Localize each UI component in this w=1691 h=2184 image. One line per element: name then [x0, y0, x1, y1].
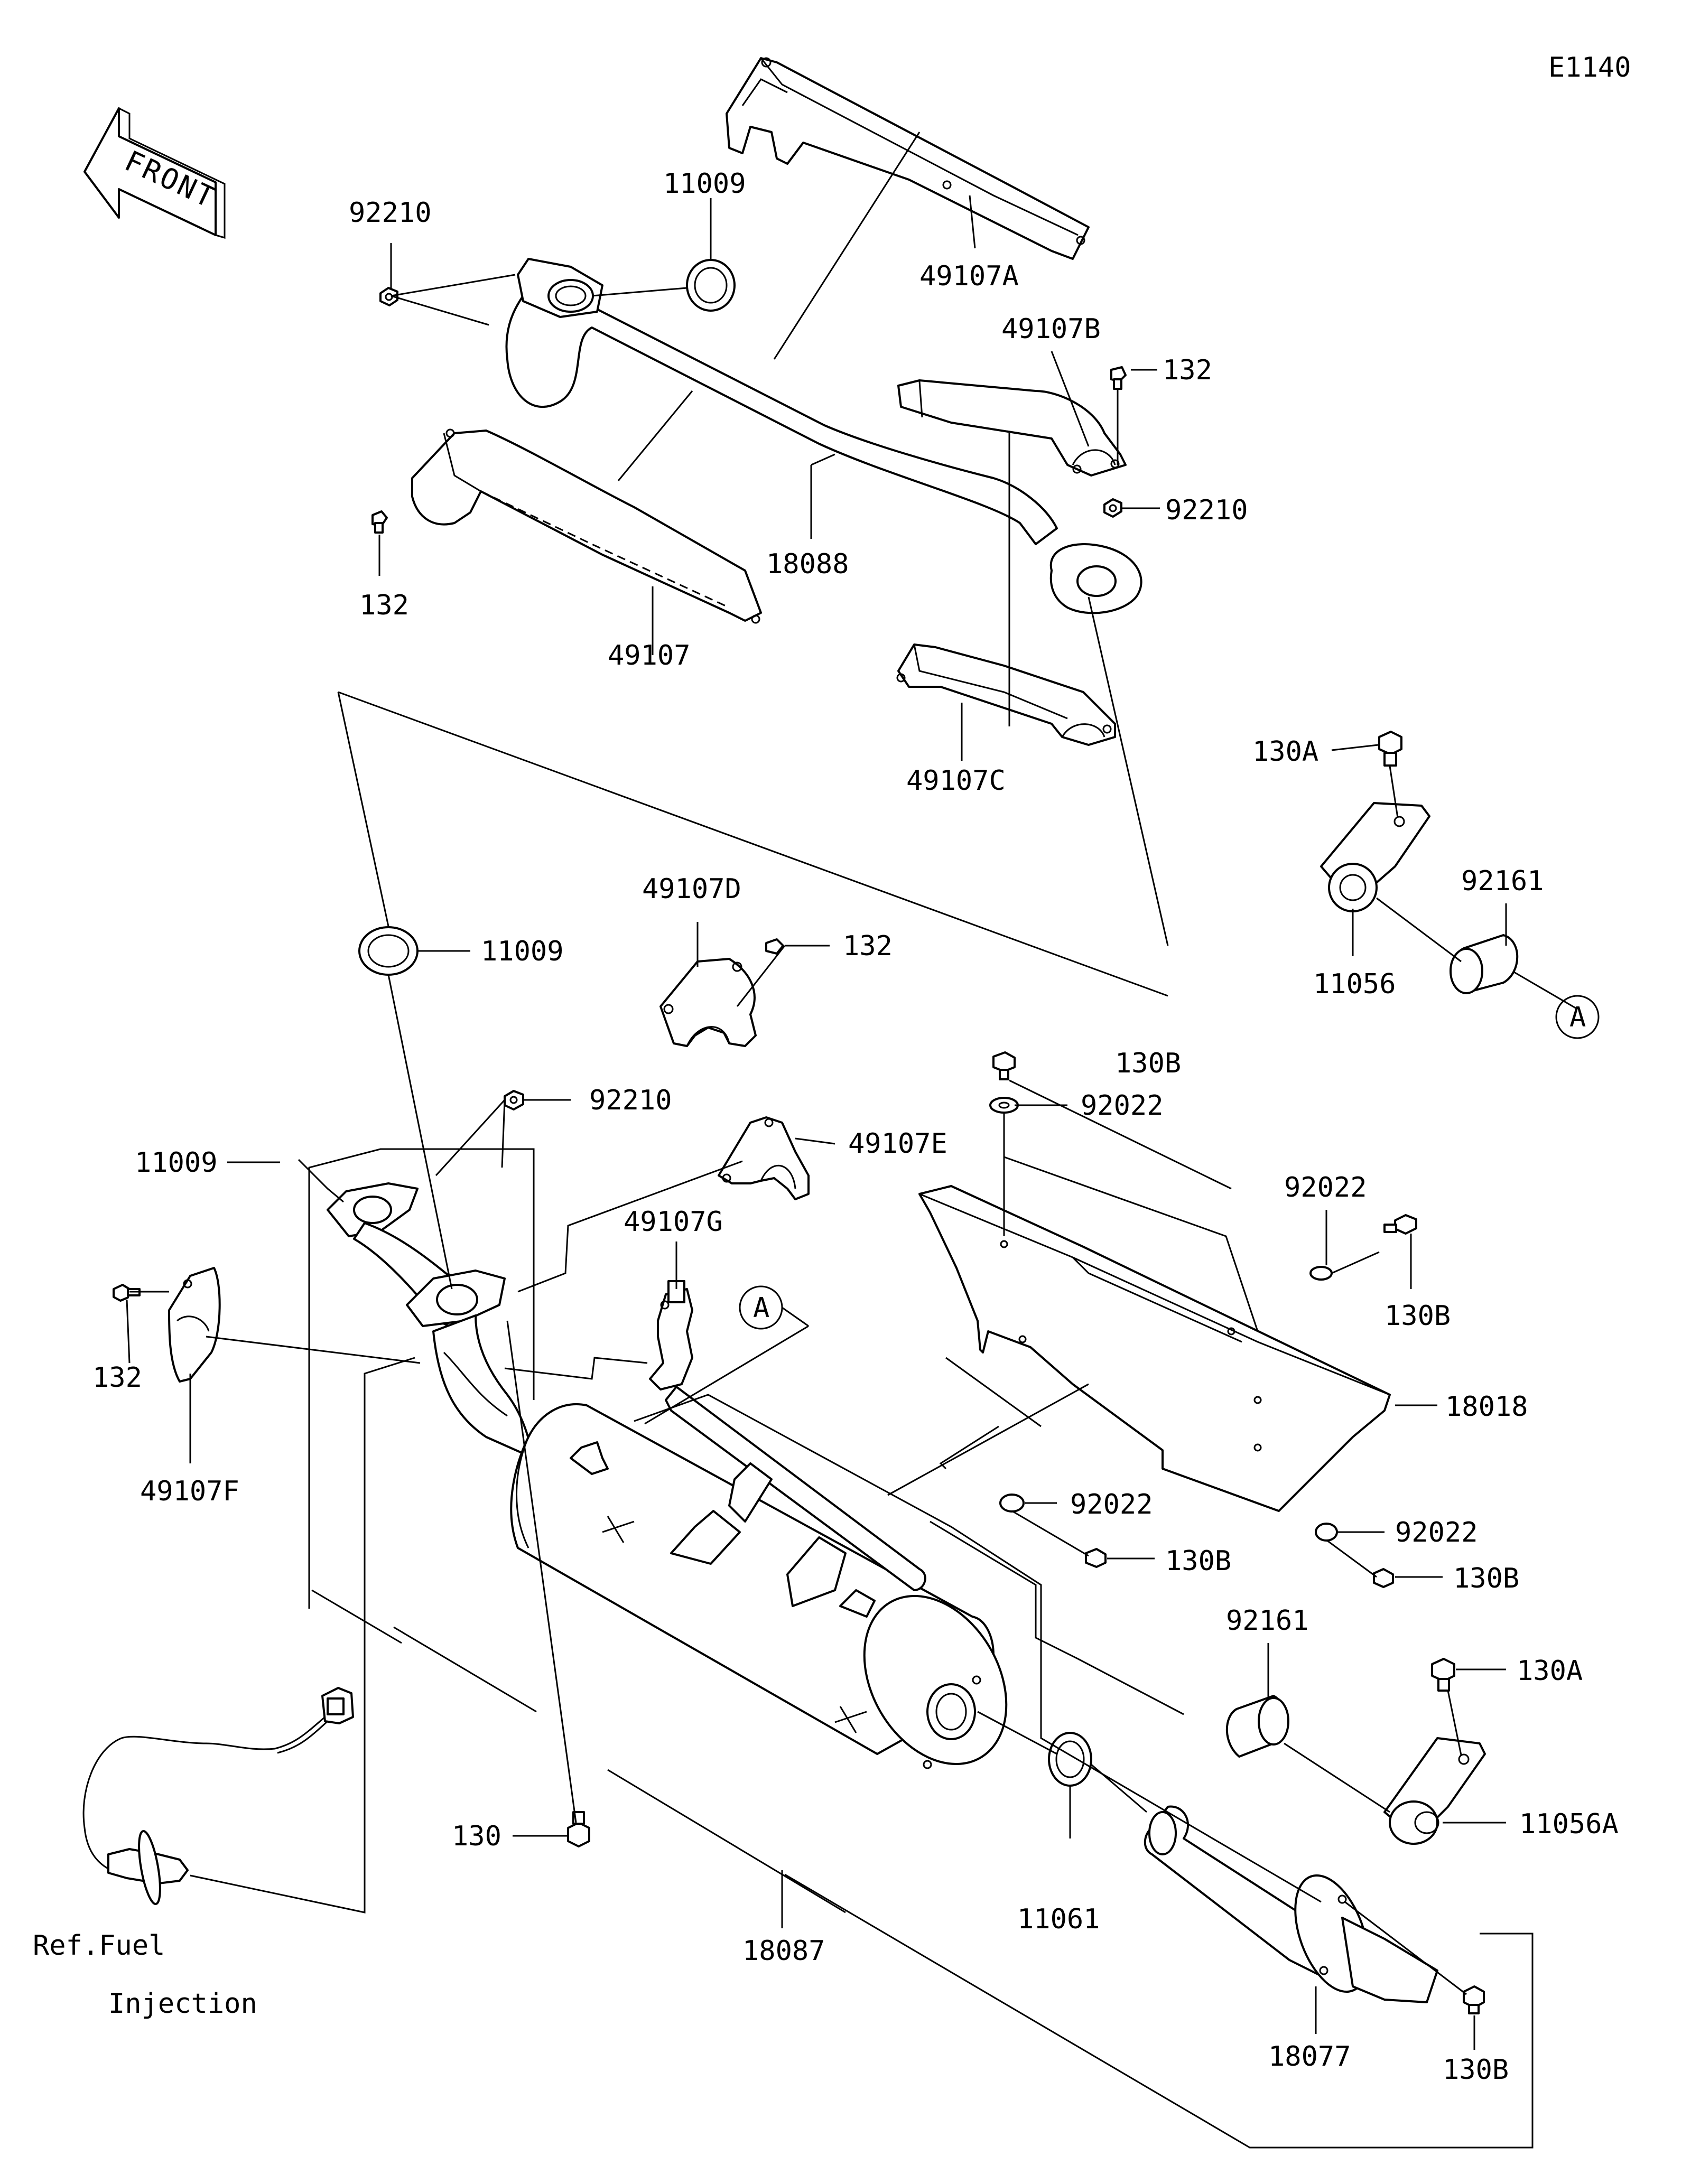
gasket-11061: [1048, 1732, 1092, 1787]
heat-guard-49107e: [718, 1116, 810, 1200]
washer-92022-d: [1315, 1523, 1338, 1542]
label-92022-a: 92022: [1081, 1090, 1164, 1122]
label-18077: 18077: [1268, 2041, 1351, 2073]
label-130a-top: 130A: [1252, 736, 1318, 768]
label-11009-left: 11009: [135, 1147, 218, 1179]
tail-pipe-18077: [1144, 1805, 1438, 2003]
nut-92210-low: [504, 1090, 524, 1110]
oxygen-sensor: [82, 1687, 354, 1905]
leader-lines-lower: [126, 922, 1534, 2149]
label-92022-c: 92022: [1070, 1489, 1153, 1520]
label-49107b: 49107B: [1001, 313, 1101, 345]
callout-labels: 92210 11009 49107A 49107B 132 92210 1808…: [92, 168, 1619, 2086]
bolt-132-b: [1110, 366, 1127, 390]
heat-guard-49107a: [726, 57, 1090, 260]
label-130b-d: 130B: [1453, 1563, 1519, 1594]
label-11056a: 11056A: [1519, 1808, 1619, 1840]
label-49107a: 49107A: [919, 260, 1019, 292]
gasket-11009-top: [686, 259, 736, 312]
washer-92022-a: [989, 1097, 1019, 1114]
front-pipe-18087: [327, 1182, 535, 1459]
heat-guard-49107c: [896, 643, 1116, 746]
muffler-18087: [510, 1403, 1008, 1769]
ref-a-mid: A: [739, 1285, 783, 1330]
label-49107d: 49107D: [642, 873, 741, 905]
ref-note-line1: Ref.Fuel: [33, 1930, 165, 1962]
heat-guard-49107d: [659, 958, 757, 1047]
label-92210-top: 92210: [349, 197, 432, 229]
front-arrow-icon: FRONT: [83, 107, 226, 239]
bolt-130b-e: [1463, 1985, 1485, 2014]
bolt-130b-c: [1085, 1548, 1107, 1568]
collar-92161-top: [1450, 934, 1519, 994]
bolt-132-d: [765, 938, 784, 955]
label-11056: 11056: [1313, 968, 1396, 1000]
ref-note-line2: Injection: [108, 1988, 257, 2020]
label-92161-low: 92161: [1226, 1605, 1309, 1637]
muffler-hanger: [665, 1386, 926, 1607]
bracket-11056a: [1383, 1737, 1486, 1845]
label-132-f: 132: [92, 1362, 142, 1394]
ref-a-mid-label: A: [753, 1292, 769, 1324]
label-92210-low: 92210: [589, 1085, 672, 1116]
heat-guard-49107f: [168, 1267, 221, 1383]
washer-92022-b: [1309, 1266, 1333, 1281]
heat-guard-49107: [411, 428, 762, 624]
ref-fuel-injection-note: Ref.Fuel Injection: [33, 1930, 257, 2020]
label-11009-top: 11009: [663, 168, 746, 200]
label-92022-b: 92022: [1284, 1172, 1367, 1203]
nut-92210-mid: [1103, 498, 1122, 518]
diagram-code: E1140: [1548, 52, 1631, 83]
label-49107f: 49107F: [140, 1476, 239, 1507]
label-132-b: 132: [1163, 354, 1212, 386]
exhaust-pipe-18088: [505, 258, 1142, 614]
bolt-130a-top: [1378, 731, 1402, 767]
ref-a-top-label: A: [1569, 1002, 1586, 1033]
bolt-130b-b: [1383, 1214, 1417, 1235]
label-11061: 11061: [1017, 1903, 1100, 1935]
bolt-130b-d: [1373, 1568, 1394, 1588]
label-49107c: 49107C: [906, 765, 1006, 797]
ref-a-top: A: [1555, 995, 1600, 1039]
bolt-132-f: [113, 1284, 141, 1302]
label-92210-mid: 92210: [1165, 494, 1248, 526]
label-49107g: 49107G: [624, 1206, 723, 1238]
washer-92022-c: [999, 1494, 1025, 1513]
label-130b-e: 130B: [1443, 2054, 1509, 2086]
heat-guard-49107g: [649, 1280, 693, 1390]
bolt-130a-low: [1431, 1658, 1455, 1692]
label-130b-b: 130B: [1385, 1300, 1451, 1332]
label-130: 130: [452, 1821, 501, 1852]
bolt-130: [567, 1811, 590, 1847]
bolt-130b-a: [992, 1051, 1016, 1080]
leader-lines-top: [337, 132, 1578, 1010]
label-92022-d: 92022: [1395, 1517, 1478, 1548]
gasket-11009-mid: [358, 926, 419, 976]
bolt-132-left: [371, 510, 388, 534]
label-11009-mid: 11009: [481, 936, 564, 967]
heat-guard-49107b: [897, 379, 1127, 477]
label-92161-top: 92161: [1461, 865, 1544, 897]
label-132-d: 132: [843, 930, 893, 962]
heat-shield-18018: [918, 1185, 1391, 1512]
label-130b-c: 130B: [1165, 1545, 1231, 1577]
label-18018: 18018: [1445, 1391, 1528, 1423]
bracket-11056: [1320, 802, 1430, 912]
label-49107: 49107: [608, 640, 691, 671]
label-132-left: 132: [359, 590, 409, 621]
label-49107e: 49107E: [848, 1128, 947, 1160]
label-18087: 18087: [742, 1935, 825, 1967]
nut-92210-top: [379, 287, 398, 306]
label-18088: 18088: [766, 548, 849, 580]
label-130a-low: 130A: [1517, 1655, 1583, 1687]
collar-92161-low: [1225, 1695, 1289, 1758]
label-130b-a: 130B: [1115, 1048, 1181, 1079]
